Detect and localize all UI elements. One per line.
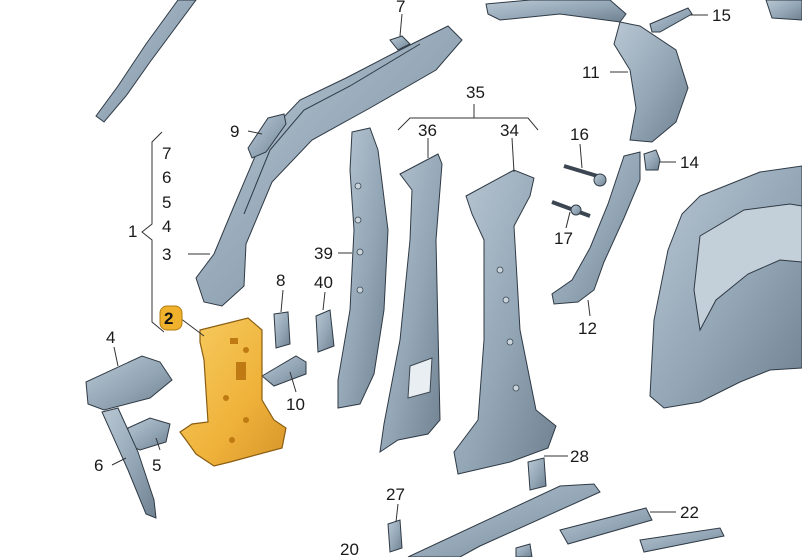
callout-14: 14: [680, 153, 699, 172]
callout-labels: 7 15 11 35 9 36 34 16 7 14 6 5 4 1 17 3 …: [94, 0, 731, 557]
callout-36: 36: [418, 121, 437, 140]
callout-20: 20: [340, 540, 359, 557]
callout-8: 8: [276, 271, 285, 290]
b-pillar-36-part: [379, 153, 443, 454]
bracket-9-part: [247, 113, 287, 159]
callout-4-part: 4: [106, 328, 115, 347]
strip-bottom-right-part: [639, 527, 725, 553]
highlighted-pillar-part-2: [179, 317, 287, 467]
callout-34: 34: [500, 121, 519, 140]
clip-15-part: [649, 7, 693, 33]
callout-10: 10: [286, 395, 305, 414]
callout-3: 3: [162, 245, 171, 264]
c-pillar-12-part: [551, 151, 641, 305]
bolt-16-part: [563, 164, 607, 187]
b-pillar-36-window: [407, 357, 433, 399]
bracket-28-part: [527, 457, 547, 491]
clip-8-part: [273, 311, 291, 349]
callout-9: 9: [230, 122, 239, 141]
b-pillar-34-part: [453, 169, 557, 475]
callout-7-group: 7: [162, 144, 171, 163]
bracket-40-part: [315, 309, 335, 353]
callout-6-part: 6: [94, 456, 103, 475]
callout-15: 15: [712, 6, 731, 25]
callout-40: 40: [314, 273, 333, 292]
callout-27: 27: [386, 485, 405, 504]
plate-10-part: [261, 355, 307, 387]
callout-22: 22: [680, 503, 699, 522]
sill-strip-6-part: [101, 407, 157, 519]
callout-17: 17: [554, 229, 573, 248]
a-pillar-upper-part: [95, 0, 197, 123]
top-right-reinforcement: [485, 0, 627, 23]
bracket-20-part: [515, 543, 533, 557]
callout-35: 35: [466, 83, 485, 102]
quarter-panel-arch: [693, 203, 802, 332]
rocker-panel-part: [407, 483, 601, 557]
leader-lines: [111, 13, 708, 523]
roof-rail-edge: [243, 43, 421, 215]
clip-7-part: [389, 35, 411, 51]
callout-7-top: 7: [396, 0, 405, 16]
callout-12: 12: [578, 319, 597, 338]
callout-11: 11: [582, 63, 600, 82]
roof-rail-part: [195, 25, 463, 307]
bolt-17-part: [551, 200, 591, 218]
b-pillar-39-part: [337, 127, 389, 409]
part-2-slot: [230, 338, 238, 344]
top-far-right-part: [765, 0, 802, 21]
strip-22-part: [559, 507, 653, 545]
callout-6-group: 6: [162, 168, 171, 187]
callout-2-badge: 2: [159, 305, 183, 331]
callout-2: 2: [164, 309, 173, 328]
sill-bracket-4-part: [85, 355, 173, 411]
callout-39: 39: [314, 244, 333, 263]
callout-1: 1: [128, 222, 137, 241]
callout-28: 28: [570, 447, 589, 466]
callout-5-part: 5: [152, 456, 161, 475]
wheel-arch-11-part: [613, 21, 689, 143]
callout-5-group: 5: [162, 193, 171, 212]
part-2-slot: [236, 362, 246, 380]
callout-16: 16: [570, 125, 589, 144]
clip-14-part: [643, 149, 661, 171]
callout-4-group: 4: [162, 217, 171, 236]
bracket-27-part: [387, 519, 403, 553]
